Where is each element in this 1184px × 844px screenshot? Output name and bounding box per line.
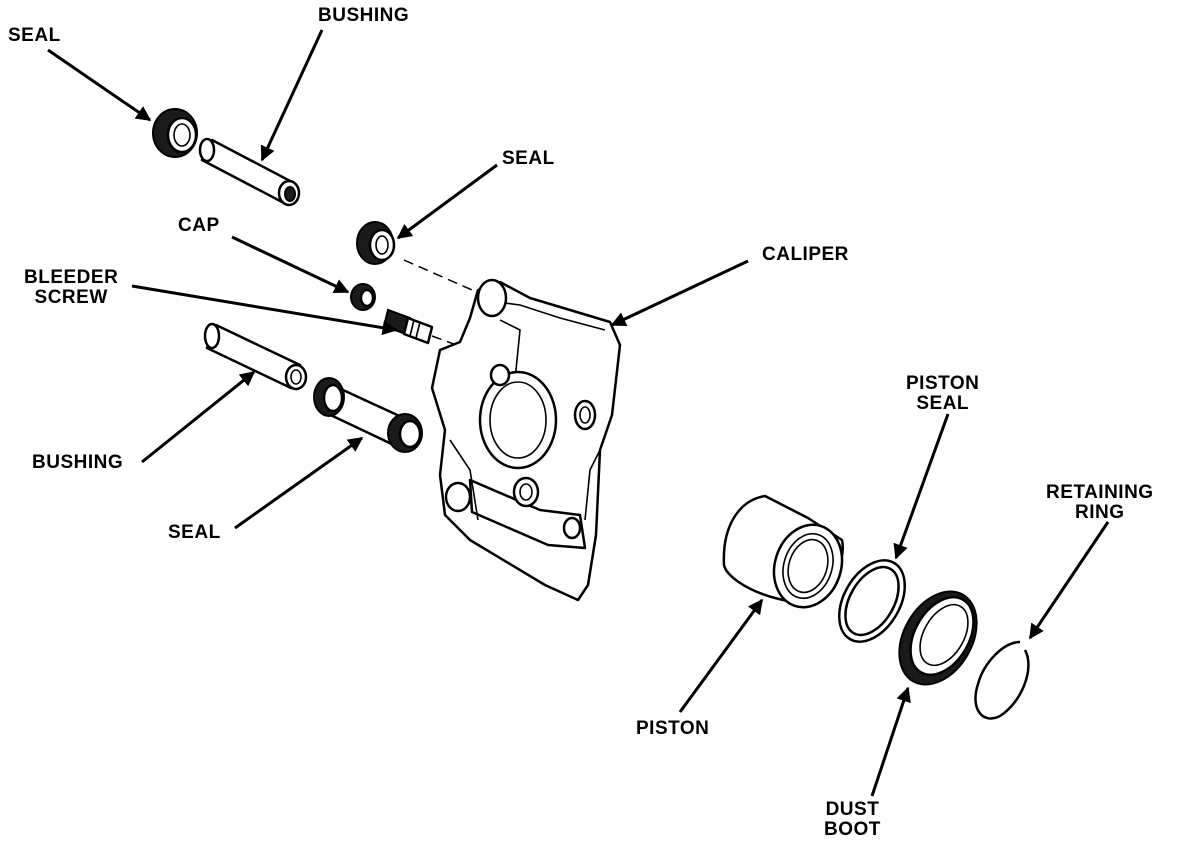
label-piston-seal: PISTON SEAL [906, 374, 979, 414]
seal-bottom-part [313, 377, 423, 453]
label-piston-seal-line1: PISTON [906, 373, 980, 394]
bushing-top-part [198, 137, 301, 207]
label-bushing-left: BUSHING [32, 452, 124, 473]
label-dust-line2: BOOT [824, 819, 881, 840]
seal-mid-part [356, 221, 396, 265]
label-retaining-line2: RING [1075, 502, 1125, 523]
caliper-body-part [430, 278, 622, 602]
label-bleeder-screw: BLEEDER SCREW [24, 268, 118, 308]
label-seal-bottom: SEAL [168, 522, 221, 543]
label-retaining-line1: RETAINING [1046, 482, 1154, 503]
label-piston: PISTON [636, 718, 710, 739]
label-bleeder-line1: BLEEDER [24, 267, 119, 288]
label-retaining-ring: RETAINING RING [1046, 483, 1154, 523]
label-caliper: CALIPER [762, 244, 849, 265]
piston-seal-part [838, 559, 906, 643]
label-cap: CAP [178, 215, 220, 236]
label-seal-mid: SEAL [502, 148, 555, 169]
label-dust-boot: DUST BOOT [824, 800, 881, 840]
label-bushing-top: BUSHING [318, 5, 410, 26]
seal-top-left-part [152, 108, 198, 158]
bushing-left-part [203, 322, 308, 391]
piston-part [722, 494, 844, 609]
label-piston-seal-line2: SEAL [916, 393, 970, 414]
leader-lines [47, 29, 1110, 797]
bleeder-screw-part [382, 308, 434, 345]
label-bleeder-line2: SCREW [34, 287, 108, 308]
label-dust-line1: DUST [825, 799, 880, 820]
dust-boot-part [898, 590, 978, 686]
cap-part [350, 283, 376, 311]
retaining-ring-part [974, 640, 1030, 720]
label-seal-top-left: SEAL [8, 25, 61, 46]
